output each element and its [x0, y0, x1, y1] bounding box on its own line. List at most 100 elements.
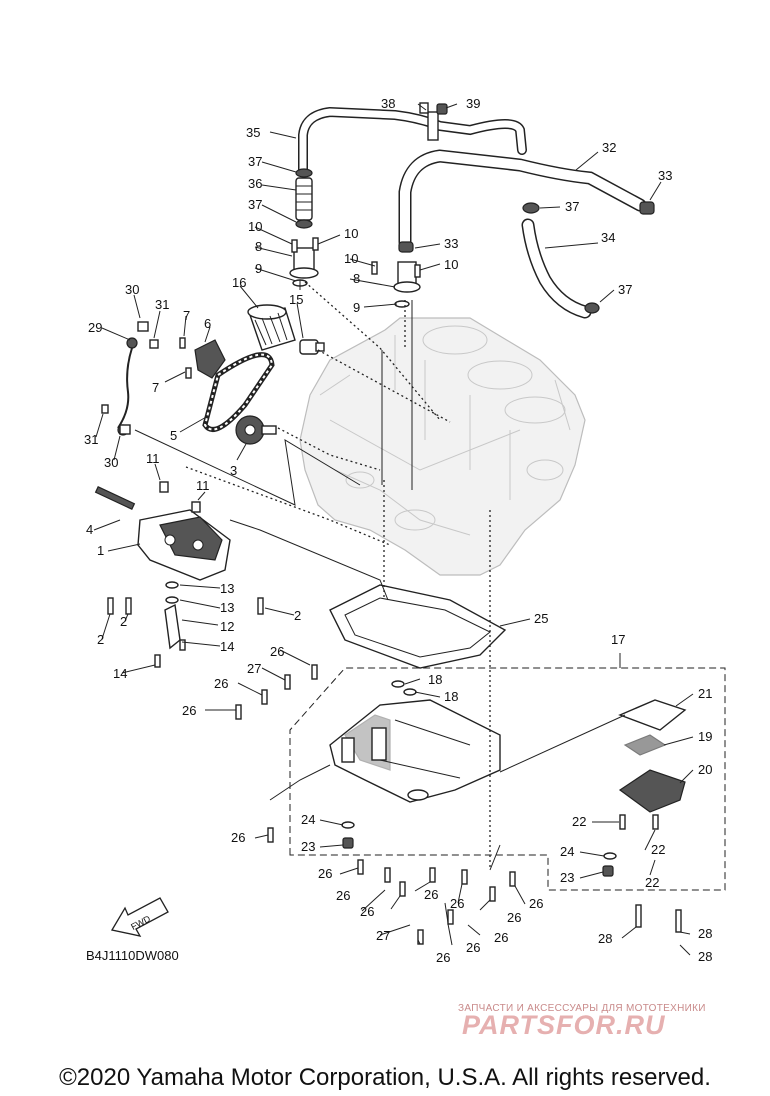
callout-21: 21	[698, 686, 712, 701]
callout-22-b: 22	[651, 842, 665, 857]
callout-11-a: 11	[146, 451, 160, 466]
callout-27-b: 27	[376, 928, 390, 943]
callout-26-a: 26	[270, 644, 284, 659]
callout-26-d: 26	[231, 830, 245, 845]
callout-10-b: 10	[344, 226, 358, 241]
callout-33-a: 33	[658, 168, 672, 183]
callout-32: 32	[602, 140, 616, 155]
callout-10-d: 10	[444, 257, 458, 272]
drain-plug-23-gasket-24	[341, 821, 617, 877]
callout-37-b: 37	[565, 199, 579, 214]
breather-hose-32	[398, 149, 647, 249]
callout-19: 19	[698, 729, 712, 744]
breather-hose-35	[298, 106, 527, 177]
callout-8-b: 8	[353, 271, 360, 286]
watermark-tagline: ЗАПЧАСТИ И АКСЕССУАРЫ ДЛЯ МОТОТЕХНИКИ	[458, 1003, 706, 1014]
callout-22-c: 22	[645, 875, 659, 890]
callout-10-c: 10	[344, 251, 358, 266]
oil-pan-bolts-26	[235, 664, 516, 945]
callout-36: 36	[248, 176, 262, 191]
callout-10-a: 10	[248, 219, 262, 234]
callout-13-b: 13	[220, 600, 234, 615]
union-bolt-15	[299, 339, 325, 355]
callout-26-c: 26	[182, 703, 196, 718]
oil-pump-sprocket-3	[235, 415, 277, 445]
callout-9-a: 9	[255, 261, 262, 276]
callout-2-c: 2	[120, 614, 127, 629]
chain-guide-6	[194, 339, 226, 379]
cover-gasket-21	[618, 699, 687, 731]
callout-18-a: 18	[428, 672, 442, 687]
hose-clips-37	[295, 168, 600, 314]
callout-26-f: 26	[336, 888, 350, 903]
forward-direction-arrow: FWD	[110, 897, 169, 937]
hose-36	[295, 177, 313, 221]
leader-lines	[93, 103, 694, 956]
hose-clamps-33	[398, 201, 655, 253]
callout-26-l: 26	[466, 940, 480, 955]
callout-16: 16	[232, 275, 246, 290]
callout-39: 39	[466, 96, 480, 111]
callout-24-a: 24	[301, 812, 315, 827]
callout-14-a: 14	[220, 639, 234, 654]
callout-26-e: 26	[318, 866, 332, 881]
callout-28-c: 28	[698, 949, 712, 964]
oil-pump-chain-5	[202, 352, 275, 432]
guide-bolts-7	[179, 337, 192, 379]
callout-31-b: 31	[84, 432, 98, 447]
callout-37-a: 37	[248, 154, 262, 169]
callout-35: 35	[246, 125, 260, 140]
callout-26-b: 26	[214, 676, 228, 691]
callout-11-b: 11	[196, 478, 210, 493]
crankcase-ghost	[299, 317, 586, 576]
breather-hose-34	[521, 218, 592, 319]
callout-13-a: 13	[220, 581, 234, 596]
callout-26-m: 26	[494, 930, 508, 945]
callout-29: 29	[88, 320, 102, 335]
oil-strainer-12	[164, 603, 181, 650]
callout-5: 5	[170, 428, 177, 443]
callout-30-a: 30	[125, 282, 139, 297]
oil-pan-assy-17	[289, 667, 726, 891]
callout-6: 6	[204, 316, 211, 331]
callout-26-k: 26	[507, 910, 521, 925]
copyright-notice: ©2020 Yamaha Motor Corporation, U.S.A. A…	[59, 1064, 711, 1091]
callout-23-b: 23	[560, 870, 574, 885]
callout-24-b: 24	[560, 844, 574, 859]
callout-18-b: 18	[444, 689, 458, 704]
diagram-code: B4J1110DW080	[86, 948, 179, 963]
bolts-10	[291, 237, 421, 278]
callout-4: 4	[86, 522, 93, 537]
callout-26-i: 26	[360, 904, 374, 919]
callout-3: 3	[230, 463, 237, 478]
callout-28-b: 28	[698, 926, 712, 941]
callout-15: 15	[289, 292, 303, 307]
oil-filter-16	[247, 304, 296, 351]
callout-27-a: 27	[247, 661, 261, 676]
callout-33-b: 33	[444, 236, 458, 251]
grommets-30	[119, 321, 149, 435]
oil-cooler-cover-20	[618, 769, 686, 813]
callout-23-a: 23	[301, 839, 315, 854]
assembly-guide-lines	[134, 280, 626, 871]
callout-labels: 38 39 35 32 33 37 36 37 37 34 10 10 8 33…	[84, 96, 712, 965]
bolts-31	[101, 339, 159, 414]
watermark-logo: PARTSFOR.RU	[462, 1010, 666, 1040]
callout-28-a: 28	[598, 931, 612, 946]
callout-26-g: 26	[424, 887, 438, 902]
callout-25: 25	[534, 611, 548, 626]
bolts-14	[154, 639, 186, 668]
oil-pan-gasket-25	[329, 584, 507, 669]
breather-joints-8	[289, 247, 421, 293]
callout-22-a: 22	[572, 814, 586, 829]
callout-26-n: 26	[436, 950, 450, 965]
callout-2-a: 2	[294, 608, 301, 623]
callout-20: 20	[698, 762, 712, 777]
callout-37-c: 37	[248, 197, 262, 212]
callout-26-h: 26	[529, 896, 543, 911]
callout-17: 17	[611, 632, 625, 647]
callout-12: 12	[220, 619, 234, 634]
o-rings-9	[292, 279, 410, 308]
dowel-pins-11	[159, 481, 201, 513]
